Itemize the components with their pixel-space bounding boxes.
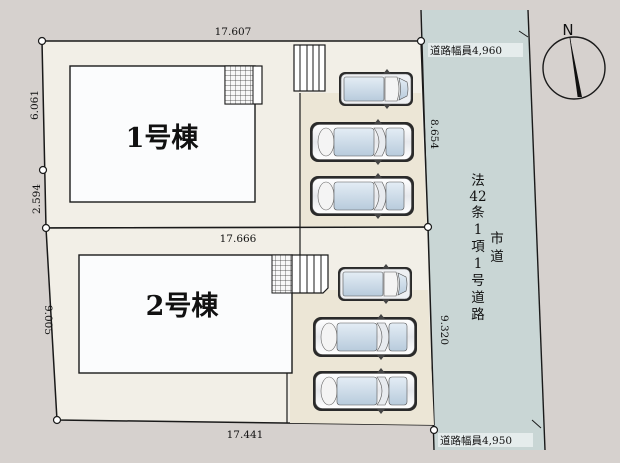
car-sedan-3 [312,313,418,361]
corner-markers [37,36,439,435]
dim-lot2-right: 9.320 [438,315,450,345]
svg-text:号: 号 [471,273,485,289]
svg-text:市: 市 [490,230,504,247]
building-2-label: 2号棟 [146,291,220,322]
dim-lot1-left-upper: 6.061 [29,90,41,120]
dim-lot1-top: 17.607 [215,26,252,38]
svg-text:1: 1 [474,222,483,238]
car-sedan-4 [312,367,418,415]
dim-lot-divider: 17.666 [220,233,257,245]
road [421,10,545,450]
svg-text:42: 42 [469,189,486,205]
svg-text:1: 1 [474,256,483,272]
dim-lot1-left-lower: 2.594 [31,184,43,214]
road-width-bottom: 道路幅員4,950 [440,434,512,447]
dim-lot1-right: 8.654 [428,119,440,149]
car-minivan-1 [338,68,414,110]
building-2 [78,254,293,374]
car-sedan-1 [309,118,415,166]
svg-text:道: 道 [490,249,504,265]
road-name: 法 42 条 1 項 1 号 道 路 市 道 [469,173,503,323]
svg-text:路: 路 [471,307,485,323]
dim-lot2-bottom: 17.441 [227,429,264,441]
north-arrow-icon: N [542,21,606,100]
svg-text:項: 項 [471,239,485,255]
entry-steps-2 [291,254,329,294]
car-sedan-2 [309,172,415,220]
building-1-label: 1号棟 [126,123,200,154]
building-1 [69,65,256,203]
svg-text:法: 法 [471,173,485,189]
svg-text:条: 条 [471,204,485,221]
svg-text:道: 道 [471,290,485,306]
car-minivan-2 [337,263,413,305]
compass-n-label: N [562,21,573,39]
road-width-top: 道路幅員4,960 [430,44,502,57]
dim-lot2-left: 9.005 [42,305,54,335]
